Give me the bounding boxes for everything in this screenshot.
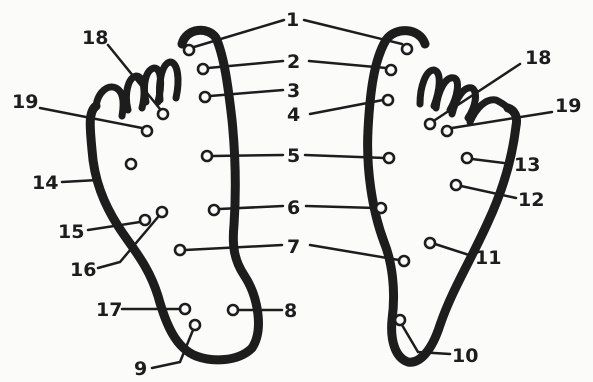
right-point-13 [462, 153, 472, 163]
leader-1-right [304, 20, 402, 44]
label-19-left: 19 [12, 91, 38, 113]
label-9: 9 [134, 358, 147, 380]
leader-18-left [108, 45, 160, 109]
right-point-11 [425, 238, 435, 248]
left-toe-5 [96, 87, 123, 116]
label-1: 1 [286, 9, 299, 31]
left-toe-4 [126, 76, 144, 110]
left-point-9 [190, 320, 200, 330]
label-18-left: 18 [82, 27, 108, 49]
leader-3 [210, 90, 283, 96]
label-19-right: 19 [555, 95, 581, 117]
right-point-7 [399, 256, 409, 266]
label-4: 4 [287, 104, 300, 126]
label-13: 13 [514, 154, 540, 176]
right-point-4 [383, 95, 393, 105]
right-point-19 [442, 126, 452, 136]
right-point-12 [451, 180, 461, 190]
right-point-2 [386, 65, 396, 75]
left-point-7 [175, 245, 185, 255]
label-17: 17 [96, 299, 122, 321]
left-point-15 [140, 215, 150, 225]
right-point-10 [395, 315, 405, 325]
leader-6-right [306, 206, 376, 208]
leader-12 [461, 186, 516, 198]
label-5: 5 [287, 145, 300, 167]
label-7: 7 [287, 236, 300, 258]
left-point-3 [200, 92, 210, 102]
label-14: 14 [32, 172, 58, 194]
leader-11 [435, 244, 472, 256]
left-point-14 [126, 159, 136, 169]
left-point-1 [184, 45, 194, 55]
right-point-5 [384, 153, 394, 163]
leader-5-left [212, 155, 283, 156]
label-8: 8 [284, 300, 297, 322]
label-16: 16 [70, 259, 96, 281]
leader-6-left [219, 206, 283, 209]
left-point-6 [209, 205, 219, 215]
label-10: 10 [452, 345, 478, 367]
label-6: 6 [287, 197, 300, 219]
leader-14 [62, 180, 98, 182]
label-11: 11 [475, 247, 501, 269]
label-18-right: 18 [525, 47, 551, 69]
right-point-6 [376, 203, 386, 213]
left-point-2 [198, 64, 208, 74]
right-point-1 [402, 44, 412, 54]
left-point-19 [142, 126, 152, 136]
label-2: 2 [287, 51, 300, 73]
label-3: 3 [287, 80, 300, 102]
left-point-17 [180, 304, 190, 314]
left-point-18 [158, 109, 168, 119]
label-12: 12 [518, 189, 544, 211]
left-point-16 [157, 207, 167, 217]
left-point-8 [228, 305, 238, 315]
left-point-5 [202, 151, 212, 161]
right-point-18 [425, 119, 435, 129]
label-15: 15 [58, 221, 84, 243]
